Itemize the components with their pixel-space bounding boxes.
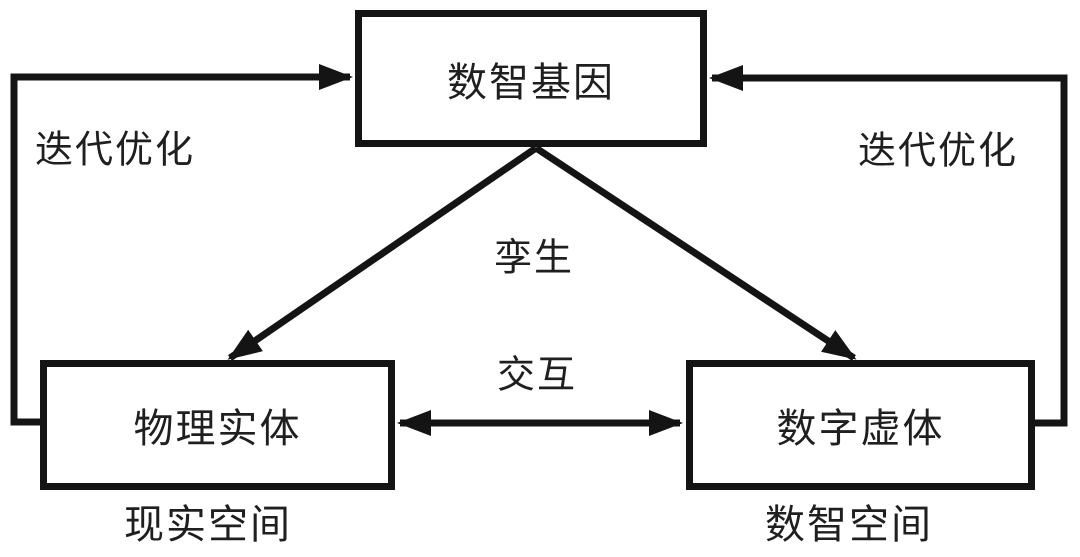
node-digital-virtual-entity-label: 数字虚体 bbox=[776, 406, 945, 451]
edge-label-interact: 交互 bbox=[496, 354, 578, 397]
arrow-twin-to-virtual bbox=[534, 145, 857, 361]
arrow-twin-to-physical bbox=[227, 145, 538, 361]
edge-label-iterative-optimization-right: 迭代优化 bbox=[857, 130, 1019, 173]
node-digital-gene-label: 数智基因 bbox=[447, 59, 615, 105]
node-digital-gene: 数智基因 bbox=[355, 10, 707, 147]
node-digital-virtual-entity: 数字虚体 bbox=[686, 360, 1035, 490]
node-physical-entity-label: 物理实体 bbox=[133, 406, 302, 451]
region-label-real-space: 现实空间 bbox=[124, 502, 292, 547]
arrow-left-loop-iterate bbox=[10, 64, 353, 426]
edge-label-twin: 孪生 bbox=[493, 237, 575, 280]
arrow-right-loop-iterate bbox=[709, 65, 1068, 427]
region-label-digital-space: 数智空间 bbox=[765, 502, 933, 547]
node-physical-entity: 物理实体 bbox=[40, 360, 395, 490]
edge-label-iterative-optimization-left: 迭代优化 bbox=[34, 129, 196, 172]
